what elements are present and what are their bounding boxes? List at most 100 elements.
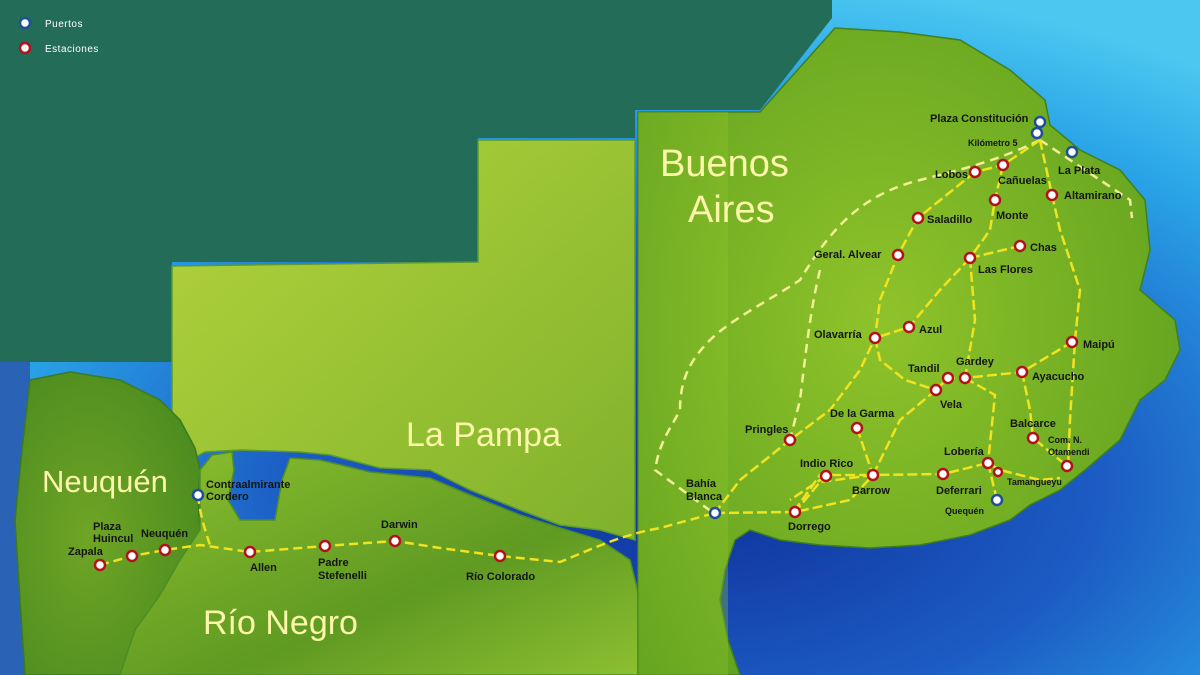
station-label-com-n-line1: Com. N.	[1048, 435, 1082, 445]
station-label-geral-alvear: Geral. Alvear	[814, 249, 882, 261]
station-label-monte: Monte	[996, 210, 1028, 222]
station-marker-altamirano[interactable]	[1045, 188, 1059, 202]
station-label-chas: Chas	[1030, 242, 1057, 254]
port-marker-la-plata[interactable]	[1065, 145, 1079, 159]
station-label-dorrego: Dorrego	[788, 521, 831, 533]
province-label-rio-negro: Río Negro	[203, 604, 358, 642]
station-label-maipu: Maipú	[1083, 339, 1115, 351]
port-label-contraalmirante-line1: Contraalmirante	[206, 479, 290, 491]
station-marker-canuelas[interactable]	[996, 158, 1010, 172]
province-label-buenos-aires-line1: Buenos	[660, 143, 789, 185]
station-marker-tandil[interactable]	[941, 371, 955, 385]
rail-lines-dashed	[653, 138, 1134, 514]
station-marker-com-n-otamendi[interactable]	[1060, 459, 1074, 473]
port-marker-plaza-constitucion[interactable]	[1033, 115, 1047, 129]
legend: Puertos Estaciones	[18, 16, 99, 55]
station-label-indio-rico: Indio Rico	[800, 458, 853, 470]
station-marker-dorrego[interactable]	[788, 505, 802, 519]
station-marker-indio-rico[interactable]	[819, 469, 833, 483]
province-labels: Neuquén La Pampa Río Negro Buenos Aires	[42, 143, 789, 642]
station-label-olavarria: Olavarría	[814, 329, 863, 341]
port-label-contraalmirante-line2: Cordero	[206, 491, 249, 503]
port-marker-contraalmirante-cordero[interactable]	[191, 488, 205, 502]
port-label-km5: Kilómetro 5	[968, 138, 1018, 148]
station-marker-pringles[interactable]	[783, 433, 797, 447]
station-marker-las-flores[interactable]	[963, 251, 977, 265]
station-marker-balcarce[interactable]	[1026, 431, 1040, 445]
station-label-com-n-line2: Otamendi	[1048, 447, 1090, 457]
province-label-buenos-aires-line2: Aires	[688, 189, 775, 231]
port-marker-quequen[interactable]	[990, 493, 1004, 507]
station-marker-tamangueyu[interactable]	[992, 466, 1004, 478]
station-marker-de-la-garma[interactable]	[850, 421, 864, 435]
station-marker-gardey[interactable]	[958, 371, 972, 385]
station-label-rio-colorado: Río Colorado	[466, 571, 535, 583]
station-marker-saladillo[interactable]	[911, 211, 925, 225]
station-label-tamangueyu: Tamangueyu	[1007, 477, 1062, 487]
station-marker-olavarria[interactable]	[868, 331, 882, 345]
station-label-balcarce: Balcarce	[1010, 418, 1056, 430]
station-marker-ayacucho[interactable]	[1015, 365, 1029, 379]
station-label-altamirano: Altamirano	[1064, 190, 1122, 202]
port-label-la-plata: La Plata	[1058, 165, 1101, 177]
station-marker-maipu[interactable]	[1065, 335, 1079, 349]
station-marker-zapala[interactable]	[93, 558, 107, 572]
station-label-neuquen: Neuquén	[141, 528, 188, 540]
station-marker-rio-colorado[interactable]	[493, 549, 507, 563]
station-label-barrow: Barrow	[852, 485, 890, 497]
legend-station-marker	[18, 41, 32, 55]
station-label-canuelas: Cañuelas	[998, 175, 1047, 187]
northern-region	[0, 0, 832, 362]
station-marker-barrow[interactable]	[866, 468, 880, 482]
station-marker-monte[interactable]	[988, 193, 1002, 207]
station-marker-azul[interactable]	[902, 320, 916, 334]
station-marker-lobos[interactable]	[968, 165, 982, 179]
port-label-quequen: Quequén	[945, 506, 984, 516]
port-markers	[191, 115, 1079, 520]
station-marker-plaza-huincul[interactable]	[125, 549, 139, 563]
station-marker-padre-stefenelli[interactable]	[318, 539, 332, 553]
station-marker-deferrari[interactable]	[936, 467, 950, 481]
station-label-deferrari: Deferrari	[936, 485, 982, 497]
station-label-ayacucho: Ayacucho	[1032, 371, 1084, 383]
station-label-saladillo: Saladillo	[927, 214, 973, 226]
station-label-loberia: Lobería	[944, 446, 985, 458]
station-label-darwin: Darwin	[381, 519, 418, 531]
legend-port-label: Puertos	[45, 19, 83, 30]
station-label-las-flores: Las Flores	[978, 264, 1033, 276]
station-marker-chas[interactable]	[1013, 239, 1027, 253]
station-label-pringles: Pringles	[745, 424, 788, 436]
port-label-bahia-blanca-line1: Bahía	[686, 478, 717, 490]
station-marker-neuquen[interactable]	[158, 543, 172, 557]
province-label-neuquen: Neuquén	[42, 464, 168, 499]
station-label-plaza-huincul-line1: Plaza	[93, 521, 122, 533]
station-label-azul: Azul	[919, 324, 942, 336]
station-label-padre-line2: Stefenelli	[318, 570, 367, 582]
station-label-gardey: Gardey	[956, 356, 995, 368]
station-marker-allen[interactable]	[243, 545, 257, 559]
port-marker-km5[interactable]	[1030, 126, 1044, 140]
station-label-lobos: Lobos	[935, 169, 968, 181]
rio-negro-region	[119, 451, 641, 675]
station-marker-vela[interactable]	[929, 383, 943, 397]
station-marker-darwin[interactable]	[388, 534, 402, 548]
station-marker-geral-alvear[interactable]	[891, 248, 905, 262]
buenos-aires-west-strip	[638, 112, 728, 675]
port-marker-bahia-blanca[interactable]	[708, 506, 722, 520]
port-labels: Plaza Constitución Kilómetro 5 La Plata …	[206, 113, 1101, 516]
station-marker-loberia[interactable]	[981, 456, 995, 470]
station-label-tandil: Tandil	[908, 363, 940, 375]
station-label-zapala: Zapala	[68, 546, 104, 558]
port-label-plaza-constitucion: Plaza Constitución	[930, 113, 1029, 125]
station-label-de-la-garma: De la Garma	[830, 408, 895, 420]
station-label-plaza-huincul-line2: Huincul	[93, 533, 133, 545]
station-markers	[93, 158, 1079, 572]
station-label-allen: Allen	[250, 562, 277, 574]
la-pampa-region	[171, 139, 636, 541]
port-label-bahia-blanca-line2: Blanca	[686, 491, 723, 503]
legend-station-label: Estaciones	[45, 44, 99, 55]
legend-port-marker	[18, 16, 32, 30]
station-labels: Lobos Cañuelas Altamirano Monte Saladill…	[68, 169, 1122, 583]
station-label-padre-line1: Padre	[318, 557, 349, 569]
